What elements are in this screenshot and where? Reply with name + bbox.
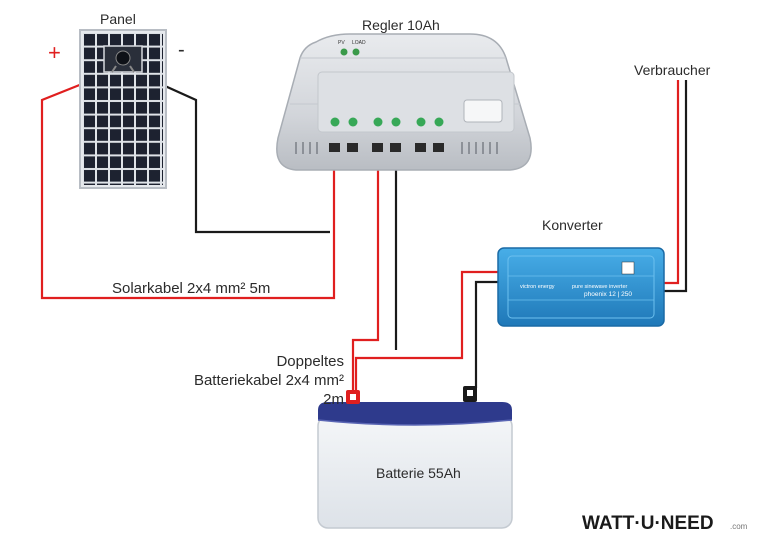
controller-label: Regler 10Ah [362,17,440,33]
brand-logo-suffix: .com [730,522,748,531]
controller-vents [295,142,498,154]
controller-tag-load: LOAD [352,40,366,46]
controller-display [463,99,503,123]
battery-positive-wire-converter [354,270,502,398]
controller-terminal-screws [330,117,444,127]
charge-controller: PV LOAD [276,33,532,171]
battery-cable-label-line1: Doppeltes [276,353,344,370]
consumer-black-wire [662,80,688,293]
battery-positive-wire-controller [351,150,380,398]
panel-label: Panel [100,11,136,27]
converter-line1: pure sinewave inverter [572,284,628,290]
consumer-label: Verbraucher [634,62,711,78]
battery-cable-label-line3: 2m [323,391,344,408]
brand-logo: WATT·U·NEED .com [582,513,748,534]
minus-sign: - [178,39,185,61]
plus-sign: + [48,40,61,65]
converter-label: Konverter [542,217,603,233]
solar-panel [79,29,167,189]
battery-negative-wire-converter [474,280,502,388]
solar-cable-label: Solarkabel 2x4 mm² 5m [112,280,270,297]
brand-logo-text: WATT·U·NEED [582,513,714,534]
battery-positive-terminal [346,390,360,404]
converter: victron energy pure sinewave inverter ph… [497,247,665,327]
battery [317,386,513,529]
junction-box-connector [115,50,131,66]
consumer-red-wire [662,80,680,285]
converter-qr [621,261,635,275]
solar-positive-wire [40,70,336,300]
battery-negative-terminal [463,386,477,402]
converter-line2: phoenix 12 | 250 [584,291,632,298]
battery-label: Batterie 55Ah [376,465,461,481]
battery-lid [318,402,512,425]
controller-tag-pv: PV [338,40,345,46]
battery-cable-label-line2: Batteriekabel 2x4 mm² [194,372,344,389]
controller-terminal-slots [329,143,444,152]
converter-brand: victron energy [520,284,555,290]
